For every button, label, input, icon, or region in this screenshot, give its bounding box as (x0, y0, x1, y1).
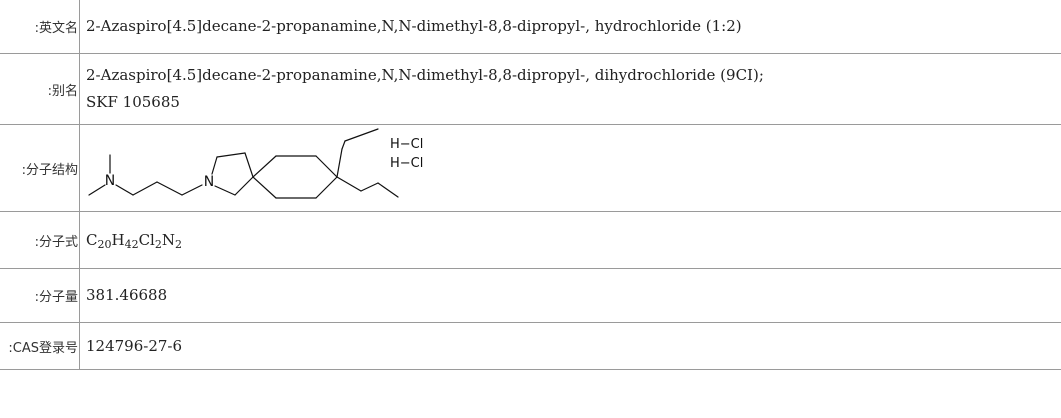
bond-hex-4 (315, 176, 338, 199)
structure-value: N N H−Cl H−Cl (79, 124, 1061, 212)
bond-chain-4 (181, 184, 203, 196)
bond-hex-1 (252, 155, 277, 178)
cas-label: CAS登录号: (0, 322, 80, 370)
atom-n-ring: N (204, 174, 214, 190)
alias-value: 2-Azaspiro[4.5]decane-2-propanamine,N,N-… (79, 53, 1061, 125)
bond-hex-3 (315, 155, 338, 178)
english-name-value: 2-Azaspiro[4.5]decane-2-propanamine,N,N-… (79, 0, 1061, 54)
atom-n-amine: N (105, 173, 115, 189)
bond-propyl-down-2 (360, 182, 379, 192)
hcl-1: H−Cl (390, 137, 424, 152)
bond-propyl-up-2 (341, 140, 346, 150)
row-english-name: 英文名: 2-Azaspiro[4.5]decane-2-propanamine… (0, 0, 1061, 54)
formula-label: 分子式: (0, 211, 80, 269)
hcl-2: H−Cl (390, 156, 424, 171)
row-structure: 分子结构: (0, 124, 1061, 212)
bond-n-chain-1 (115, 184, 134, 196)
formula-h: H (111, 230, 125, 249)
bond-ring-spiro-bottom (234, 176, 254, 196)
alias-line-1: 2-Azaspiro[4.5]decane-2-propanamine,N,N-… (86, 66, 764, 84)
formula-h-count: 42 (124, 237, 139, 251)
formula-cl: Cl (138, 230, 155, 249)
bond-ring-n-bottom (214, 185, 236, 196)
bond-propyl-up-3 (344, 128, 379, 142)
molecular-weight-label: 分子量: (0, 268, 80, 323)
compound-info-table: 英文名: 2-Azaspiro[4.5]decane-2-propanamine… (0, 0, 1061, 370)
bond-hex-6 (252, 176, 277, 199)
bond-chain-3 (156, 181, 183, 196)
bond-propyl-up-1 (336, 148, 343, 178)
english-name-label: 英文名: (0, 0, 80, 54)
formula-n-count: 2 (174, 237, 182, 251)
bond-n-methyl-left (88, 184, 106, 196)
alias-line-2: SKF 105685 (86, 93, 180, 111)
molecule-structure-image: N N (88, 128, 399, 199)
alias-label: 别名: (0, 53, 80, 125)
structure-label: 分子结构: (0, 124, 80, 212)
formula-cl-count: 2 (154, 237, 162, 251)
bond-propyl-down-1 (336, 176, 362, 192)
row-cas: CAS登录号: 124796-27-6 (0, 322, 1061, 370)
formula-c-count: 20 (97, 237, 112, 251)
bond-propyl-down-3 (377, 182, 399, 198)
molecular-weight-value: 381.46688 (79, 268, 1061, 323)
row-molecular-weight: 分子量: 381.46688 (0, 268, 1061, 323)
row-alias: 别名: 2-Azaspiro[4.5]decane-2-propanamine,… (0, 53, 1061, 125)
formula-n: N (161, 230, 175, 249)
bond-ring-spiro-top (244, 152, 254, 178)
formula-value: C20H42Cl2N2 (79, 211, 1061, 269)
bond-chain-2 (132, 181, 158, 196)
row-formula: 分子式: C20H42Cl2N2 (0, 211, 1061, 269)
structure-drawing: N N H−Cl H−Cl (80, 125, 1061, 211)
cas-value: 124796-27-6 (79, 322, 1061, 370)
bond-ring-n-top (211, 156, 218, 175)
bond-ring-top (216, 152, 246, 158)
formula-c: C (86, 230, 98, 249)
